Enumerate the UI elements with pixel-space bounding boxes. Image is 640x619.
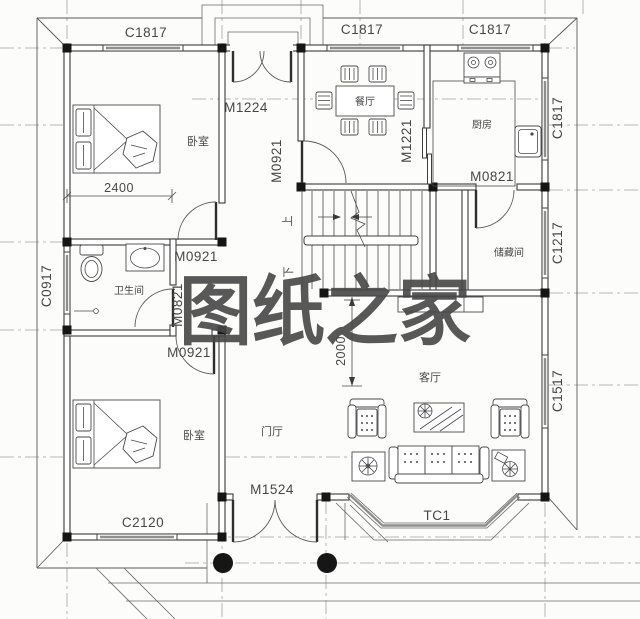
door-label-m1224: M1224 — [224, 100, 268, 115]
stair-label-up: 上 — [281, 216, 294, 227]
window-right-kitchen — [541, 77, 549, 161]
windows — [63, 44, 549, 541]
door-balcony-double — [231, 50, 293, 83]
porch-column — [317, 553, 337, 573]
structural-columns — [62, 43, 550, 573]
armchair-left — [347, 398, 387, 439]
bay-window — [346, 492, 521, 529]
kitchen-fixtures — [432, 52, 542, 187]
door-dining — [300, 140, 347, 184]
stair-handrail — [303, 235, 419, 246]
room-label-hall: 门厅 — [261, 424, 283, 438]
door-label-m0921-dining: M0921 — [269, 139, 284, 183]
window-label-c1217: C1217 — [550, 222, 565, 264]
window-label-c1817-top-center: C1817 — [341, 22, 383, 37]
window-right-storage — [541, 207, 549, 279]
dining-table — [335, 85, 395, 117]
window-bottom-bedroom — [96, 533, 178, 541]
room-label-kitchen: 厨房 — [472, 118, 492, 131]
door-storage — [474, 189, 515, 229]
window-top-right — [457, 44, 534, 52]
window-label-c1817-top-right: C1817 — [469, 22, 511, 37]
window-label-c0917: C0917 — [39, 265, 54, 307]
stove — [463, 52, 501, 84]
dimension-2000: 2000 — [334, 336, 348, 366]
porch-column — [213, 553, 233, 573]
side-table-right — [491, 449, 526, 482]
armchair-right — [490, 398, 530, 439]
door-entrance-double — [231, 499, 319, 543]
bedroom-bottom-bed — [72, 399, 161, 469]
window-label-c1817-top-left: C1817 — [125, 25, 167, 40]
window-label-c2120: C2120 — [122, 515, 164, 530]
stair-label-down: 下 — [282, 267, 295, 278]
room-label-bathroom: 卫生间 — [114, 284, 144, 297]
window-right-living — [541, 354, 549, 429]
door-label-m0821-bathroom: M0821 — [170, 283, 185, 327]
door-kitchen-sliding — [422, 127, 432, 185]
doors — [134, 50, 515, 543]
room-label-storage: 储藏间 — [494, 246, 524, 259]
dining-set — [315, 65, 415, 136]
coffee-table — [413, 402, 465, 433]
understair-cabinet — [397, 296, 484, 313]
window-top-left — [102, 44, 184, 52]
side-table-left — [351, 451, 386, 482]
bedroom-top-bed — [72, 104, 161, 174]
porch-and-steps — [95, 502, 640, 619]
bay-window-label-tc1: TC1 — [423, 508, 450, 523]
living-room-furniture — [347, 398, 530, 484]
balcony-outline — [201, 4, 324, 49]
room-label-bedroom-bottom: 卧室 — [183, 428, 205, 442]
stair-break-line — [350, 190, 366, 248]
door-label-m0821-storage: M0821 — [470, 169, 514, 184]
window-label-c1817-right: C1817 — [550, 97, 565, 139]
sofa — [388, 445, 490, 484]
door-label-m1221: M1221 — [399, 119, 414, 163]
roof-eave-outline — [36, 17, 578, 569]
staircase — [301, 190, 484, 313]
window-top-center — [326, 44, 404, 52]
towel-bar — [74, 308, 99, 314]
labels: C1817 C1817 C1817 C1817 C1217 C1517 C091… — [39, 22, 565, 530]
wash-basin — [125, 243, 165, 272]
watermark-text: 图纸之家 — [179, 267, 471, 356]
bathroom-fixtures — [74, 243, 165, 314]
balcony-door-gap — [230, 43, 293, 52]
door-label-m0921-bedroom-top: M0921 — [174, 249, 218, 264]
door-bathroom — [134, 288, 175, 328]
door-label-m1524: M1524 — [250, 482, 294, 497]
door-bedroom-bottom — [175, 335, 216, 375]
door-bedroom-top — [177, 201, 218, 241]
dimension-2400: 2400 — [104, 181, 134, 195]
window-label-c1517: C1517 — [550, 370, 565, 412]
dimension-marks — [62, 189, 362, 387]
room-label-living: 客厅 — [419, 370, 441, 384]
toilet — [79, 244, 104, 282]
room-label-dining: 餐厅 — [355, 95, 375, 108]
window-left-bathroom — [63, 251, 71, 315]
kitchen-sink — [514, 125, 542, 158]
room-label-bedroom-top: 卧室 — [187, 134, 209, 148]
door-label-m0921-bedroom-bottom: M0921 — [167, 345, 211, 360]
